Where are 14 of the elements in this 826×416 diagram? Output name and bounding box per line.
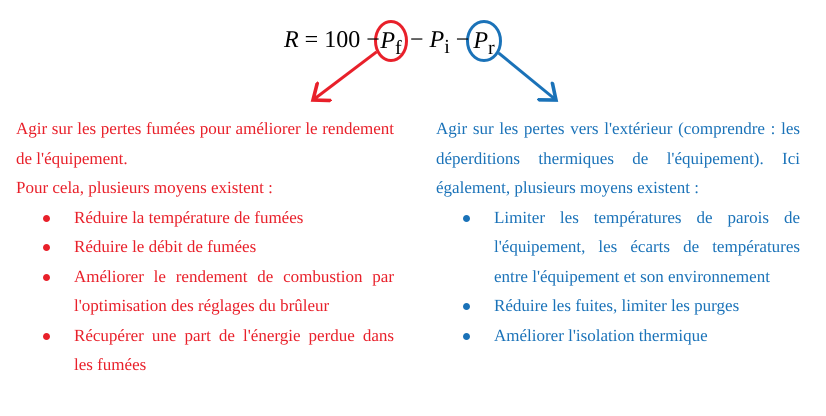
list-item: Réduire les fuites, limiter les purges bbox=[494, 296, 740, 315]
arrow bbox=[311, 50, 378, 102]
list-item: Récupérer une part de l'énergie perdue dans les fumées bbox=[74, 326, 394, 374]
arrow bbox=[498, 52, 558, 102]
paragraph: Pour cela, plusieurs moyens existent : bbox=[16, 177, 274, 199]
list-item: Améliorer le rendement de combustion par l'optimisation des réglages du brûleur bbox=[74, 266, 394, 315]
list-item: Améliorer l'isolation thermique bbox=[494, 326, 708, 344]
paragraph: Agir sur les pertes vers l'extérieur (comprendre : les déperditions thermiques de l'équipement). Ici également, plusieurs moyens existent : bbox=[436, 118, 800, 199]
list-item: Réduire le débit de fumées bbox=[74, 237, 256, 256]
paragraph: Agir sur les pertes fumées pour améliorer le rendement de l'équipement. bbox=[16, 118, 394, 170]
list-item: Réduire la température de fumées bbox=[74, 208, 304, 226]
circled-term: P$_{f}$ bbox=[374, 20, 408, 62]
circled-term: P$_{r}$ bbox=[466, 20, 502, 62]
list-item: Limiter les températures de parois de l'équipement, les écarts de températures entre l'équipement et son environnement bbox=[494, 208, 800, 286]
